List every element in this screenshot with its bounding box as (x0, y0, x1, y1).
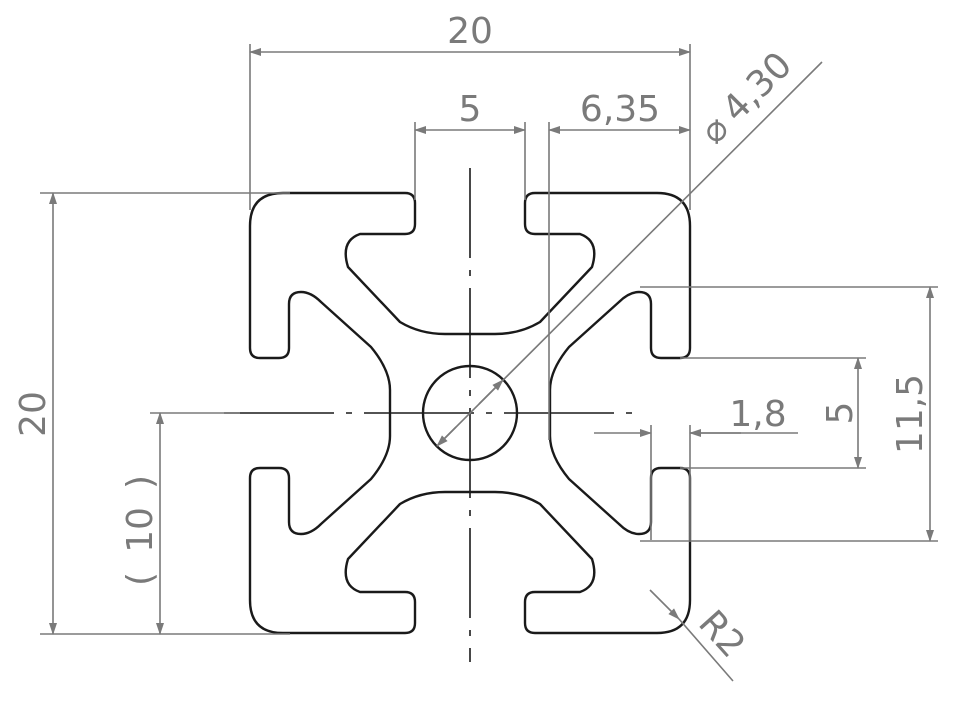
wall-thickness-label: 1,8 (729, 394, 786, 435)
slot-depth-label: 11,5 (890, 374, 931, 454)
slot-width-label: 5 (459, 89, 482, 130)
slot-height-label: 5 (820, 402, 861, 425)
paren-open-label: ( (120, 572, 161, 586)
dimension-labels: 20 5 6,35 ⌀ 4,30 20 ( 10 ) 1,8 5 11,5 R2 (13, 11, 931, 666)
half-height-label-group: ( 10 ) (120, 475, 161, 586)
center-lines (224, 168, 640, 662)
overall-width-label: 20 (447, 11, 493, 52)
slot-offset-label: 6,35 (580, 89, 660, 130)
profile-quadrant-top-left (248, 191, 472, 414)
bore-diameter-label: 4,30 (715, 44, 801, 130)
half-height-label: 10 (120, 507, 161, 553)
corner-radius-label: R2 (690, 603, 753, 666)
paren-close-label: ) (120, 475, 161, 489)
corner-radius-leader-line (678, 618, 734, 682)
bore-diameter-label-group: ⌀ 4,30 (693, 44, 800, 151)
overall-height-label: 20 (13, 391, 54, 437)
dimension-lines (40, 44, 938, 682)
